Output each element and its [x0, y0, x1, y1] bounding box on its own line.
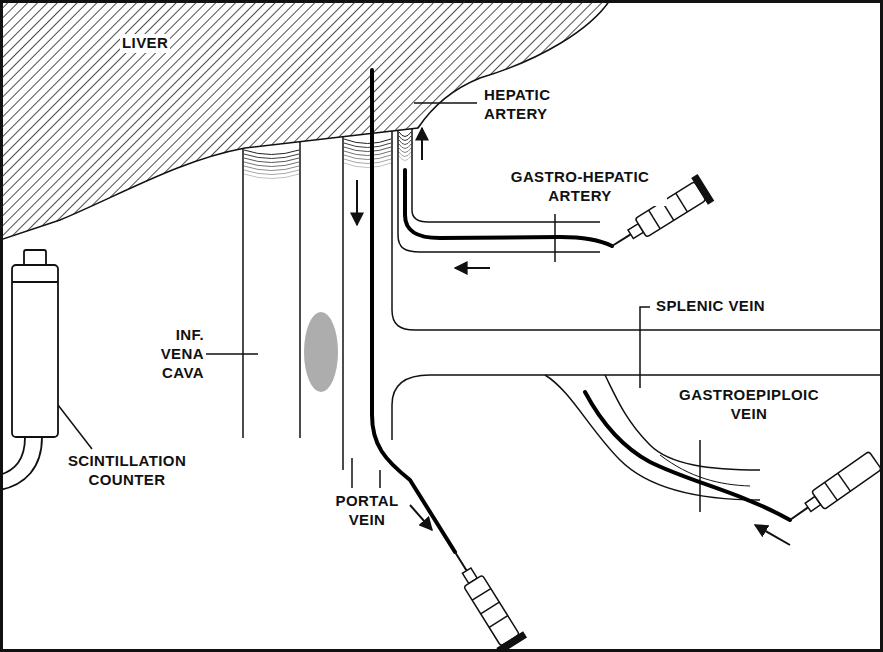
shading-stroke	[344, 163, 391, 168]
shading-stroke	[399, 140, 411, 145]
part-label: SCINTILLATION COUNTER	[50, 452, 204, 490]
shaded-node	[304, 312, 338, 392]
shading-stroke	[344, 143, 391, 148]
shading-stroke	[244, 174, 299, 179]
shading-stroke	[399, 152, 411, 157]
shading-stroke	[399, 136, 411, 141]
shading-stroke	[344, 147, 391, 152]
shading-stroke	[399, 156, 411, 161]
portal-vein	[343, 131, 880, 470]
shading-stroke	[244, 158, 299, 163]
catheters	[372, 70, 790, 552]
syringes	[442, 175, 881, 652]
shading-stroke	[344, 151, 391, 156]
part-label: HEPATIC ARTERY	[482, 86, 576, 124]
shading-stroke	[399, 148, 411, 153]
part-label: INF. VENA CAVA	[138, 326, 206, 382]
part-label: GASTROEPIPLOIC VEIN	[662, 386, 836, 424]
shading-stroke	[244, 154, 299, 159]
shading-stroke	[244, 150, 299, 155]
shading-stroke	[399, 144, 411, 149]
vena-cava	[243, 142, 300, 438]
flow-arrows	[357, 128, 790, 545]
shading-stroke	[399, 132, 411, 137]
shading-stroke	[344, 139, 391, 144]
shading-stroke	[244, 170, 299, 175]
part-label: SPLENIC VEIN	[654, 297, 767, 316]
shading-stroke	[344, 159, 391, 164]
part-label: GASTRO-HEPATIC ARTERY	[493, 168, 667, 206]
part-label: LIVER	[120, 34, 170, 53]
hilum-shading	[244, 132, 411, 179]
shading-stroke	[244, 162, 299, 167]
shading-stroke	[344, 155, 391, 160]
shading-stroke	[244, 166, 299, 171]
part-label: PORTAL VEIN	[325, 492, 409, 530]
